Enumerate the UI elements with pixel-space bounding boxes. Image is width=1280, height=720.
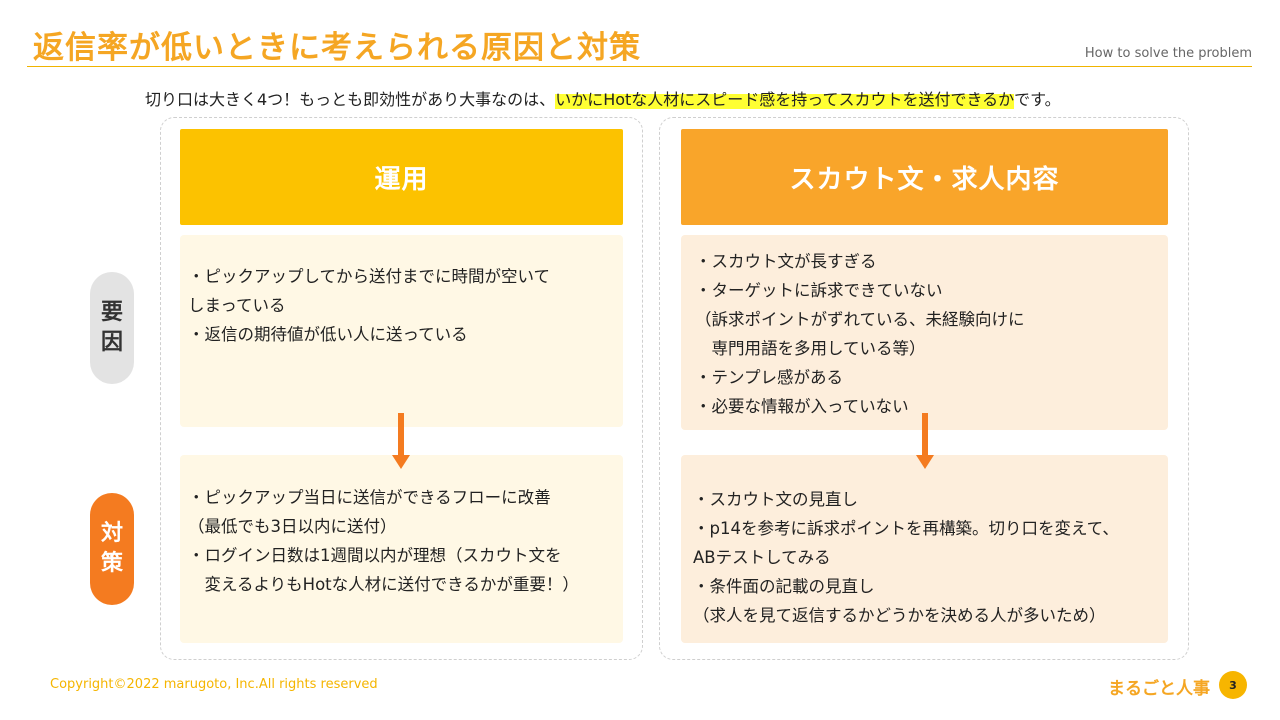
title-divider — [27, 66, 1252, 67]
copyright-text: Copyright©2022 marugoto, Inc.All rights … — [50, 677, 378, 692]
factor-line: ・返信の期待値が低い人に送っている — [188, 325, 468, 344]
factor-line: （訴求ポイントがずれている、未経験向けに — [695, 310, 1025, 329]
intro-text: 切り口は大きく4つ！もっとも即効性があり大事なのは、いかにHotな人材にスピード… — [145, 86, 1061, 110]
intro-prefix: 切り口は大きく4つ！もっとも即効性があり大事なのは、 — [145, 90, 556, 109]
intro-highlight: いかにHotな人材にスピード感を持ってスカウトを送付できるか — [555, 90, 1015, 109]
factor-line: ・スカウト文が長すぎる — [695, 252, 877, 271]
operation-heading: 運用 — [180, 129, 623, 225]
page-title: 返信率が低いときに考えられる原因と対策 — [33, 30, 641, 66]
factor-line: ・ターゲットに訴求できていない — [695, 281, 943, 300]
down-arrow-icon — [392, 413, 410, 469]
measure-line: ・ピックアップ当日に送信ができるフローに改善 — [188, 488, 551, 507]
factor-line: しまっている — [188, 296, 286, 315]
scout-column-frame — [659, 117, 1189, 660]
measure-line: （最低でも3日以内に送付） — [188, 517, 397, 536]
operation-column-frame — [160, 117, 643, 660]
factor-line: ・必要な情報が入っていない — [695, 397, 909, 416]
measure-line: 変えるよりもHotな人材に送付できるかが重要！） — [188, 575, 579, 594]
operation-measure-box: ・ピックアップ当日に送信ができるフローに改善 （最低でも3日以内に送付） ・ログ… — [180, 455, 623, 643]
factor-line: ・ピックアップしてから送付までに時間が空いて — [188, 267, 551, 286]
page-number-badge: 3 — [1219, 671, 1247, 699]
page-subtitle: How to solve the problem — [1084, 46, 1252, 61]
measure-label: 対 策 — [90, 493, 134, 605]
scout-heading: スカウト文・求人内容 — [681, 129, 1168, 225]
factor-label-char: 要 — [100, 300, 123, 325]
measure-label-char: 対 — [100, 521, 123, 546]
factor-line: ・テンプレ感がある — [695, 368, 844, 387]
measure-label-char: 策 — [100, 551, 123, 576]
measure-line: ・p14を参考に訴求ポイントを再構築。切り口を変えて、 — [693, 519, 1119, 538]
measure-line: ・条件面の記載の見直し — [693, 577, 875, 596]
down-arrow-icon — [916, 413, 934, 469]
scout-factor-box: ・スカウト文が長すぎる ・ターゲットに訴求できていない （訴求ポイントがずれてい… — [681, 235, 1168, 430]
intro-suffix: です。 — [1014, 90, 1061, 109]
measure-line: （求人を見て返信するかどうかを決める人が多いため） — [693, 606, 1106, 625]
factor-label: 要 因 — [90, 272, 134, 384]
measure-line: ABテストしてみる — [693, 548, 831, 567]
factor-line: 専門用語を多用している等） — [695, 339, 926, 358]
scout-measure-box: ・スカウト文の見直し ・p14を参考に訴求ポイントを再構築。切り口を変えて、 A… — [681, 455, 1168, 643]
measure-line: ・ログイン日数は1週間以内が理想（スカウト文を — [188, 546, 562, 565]
brand-logo-text: まるごと人事 — [1108, 679, 1210, 699]
measure-line: ・スカウト文の見直し — [693, 490, 858, 509]
operation-factor-box: ・ピックアップしてから送付までに時間が空いて しまっている ・返信の期待値が低い… — [180, 235, 623, 427]
factor-label-char: 因 — [100, 330, 123, 355]
